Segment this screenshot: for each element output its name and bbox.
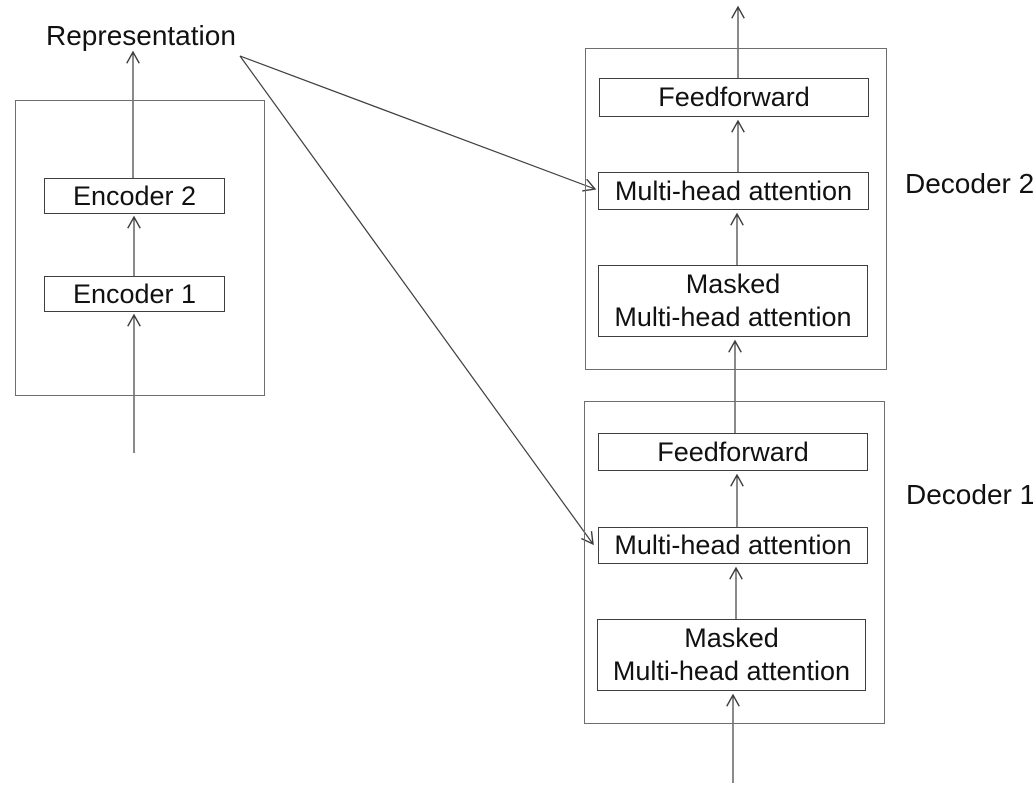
arrow-representation-to-decoder1-attention	[239, 55, 594, 546]
decoder2-masked-multi-head-attention-box: Masked Multi-head attention	[598, 265, 868, 337]
decoder2-container	[585, 48, 887, 370]
encoder2-box: Encoder 2	[44, 178, 225, 214]
representation-label: Representation	[46, 20, 236, 51]
decoder1-side-label: Decoder 1	[906, 479, 1033, 510]
decoder1-feedforward-box: Feedforward	[598, 433, 868, 471]
encoder1-box: Encoder 1	[44, 276, 225, 312]
encoder-container	[15, 100, 265, 396]
arrow-representation-to-decoder2-attention	[239, 55, 597, 192]
decoder1-container	[584, 401, 885, 724]
decoder2-multi-head-attention-box: Multi-head attention	[598, 172, 869, 210]
decoder2-side-label: Decoder 2	[905, 168, 1033, 199]
decoder1-multi-head-attention-box: Multi-head attention	[598, 527, 868, 564]
decoder1-masked-multi-head-attention-box: Masked Multi-head attention	[597, 619, 866, 691]
decoder2-feedforward-box: Feedforward	[599, 78, 869, 117]
